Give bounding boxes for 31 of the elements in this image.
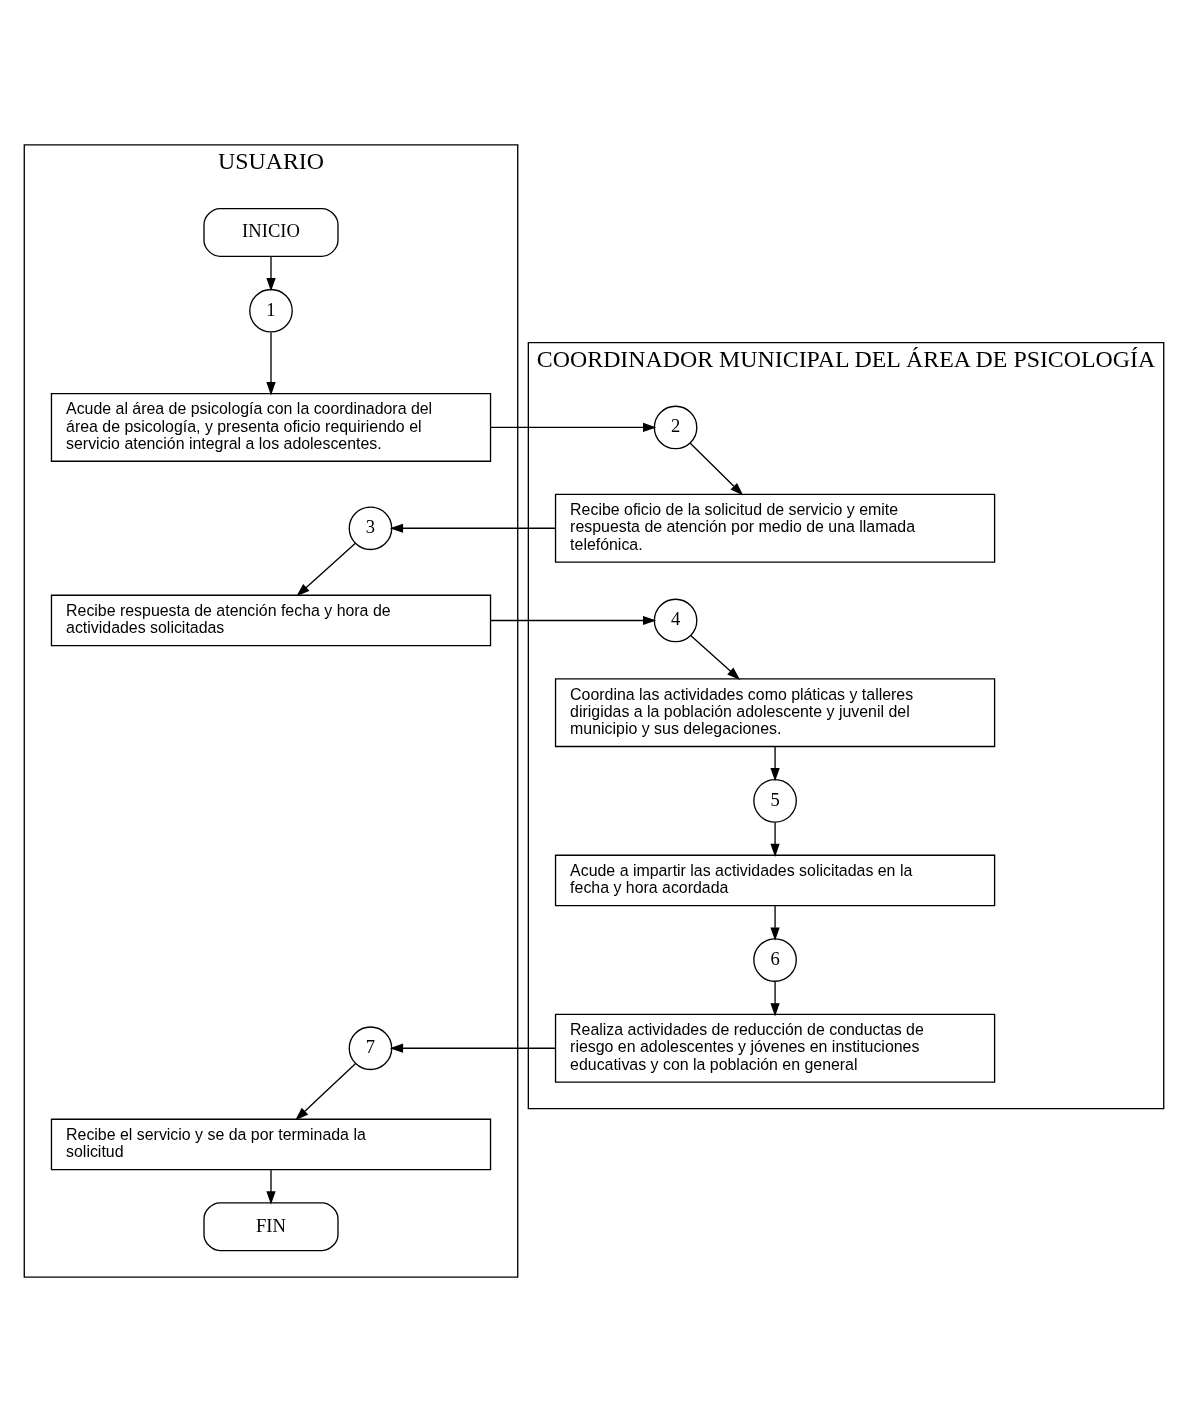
node-box: Realiza actividades de reducción de conductas de riesgo en adolescentes y jóvenes en instituciones educativas y con la población en general [554,1013,996,1083]
arrow [690,634,741,680]
node-box: Coordina las actividades como pláticas y talleres dirigidas a la población adolescente y juvenil del municipio y sus delegaciones. [554,678,996,748]
node-box: Acude a impartir las actividades solicitadas en la fecha y hora acordada [554,854,996,907]
arrow [266,331,276,396]
node-box: Recibe respuesta de atención fecha y hora de actividades solicitadas [50,594,492,647]
arrow [389,1043,557,1053]
arrow [490,422,657,433]
arrow [490,615,657,626]
arrow [389,523,557,533]
arrow [770,821,780,857]
node-box: Recibe el servicio y se da por terminada la solicitud [50,1118,492,1171]
node-box: Recibe oficio de la solicitud de servicio y emite respuesta de atención por medio de una llamada telefónica. [554,493,996,563]
node-box: INICIO [203,207,339,257]
node-circle: 4 [653,598,698,643]
node-box: FIN [203,1202,339,1252]
arrow [770,746,780,782]
node-circle: 2 [653,405,698,450]
arrow [770,905,780,941]
arrow [266,1168,276,1205]
node-circle: 3 [348,506,393,551]
arrow [296,542,357,597]
arrow [295,1063,357,1121]
arrow [266,255,276,292]
node-circle: 6 [753,938,797,982]
node-circle: 5 [753,779,797,823]
node-box: Acude al área de psicología con la coordinadora del área de psicología, y presenta oficio requiriendo el servicio atención integral a los adolescentes. [50,392,492,462]
node-circle: 1 [249,288,293,333]
arrow [770,981,780,1017]
arrow [689,442,744,496]
node-circle: 7 [348,1026,393,1071]
